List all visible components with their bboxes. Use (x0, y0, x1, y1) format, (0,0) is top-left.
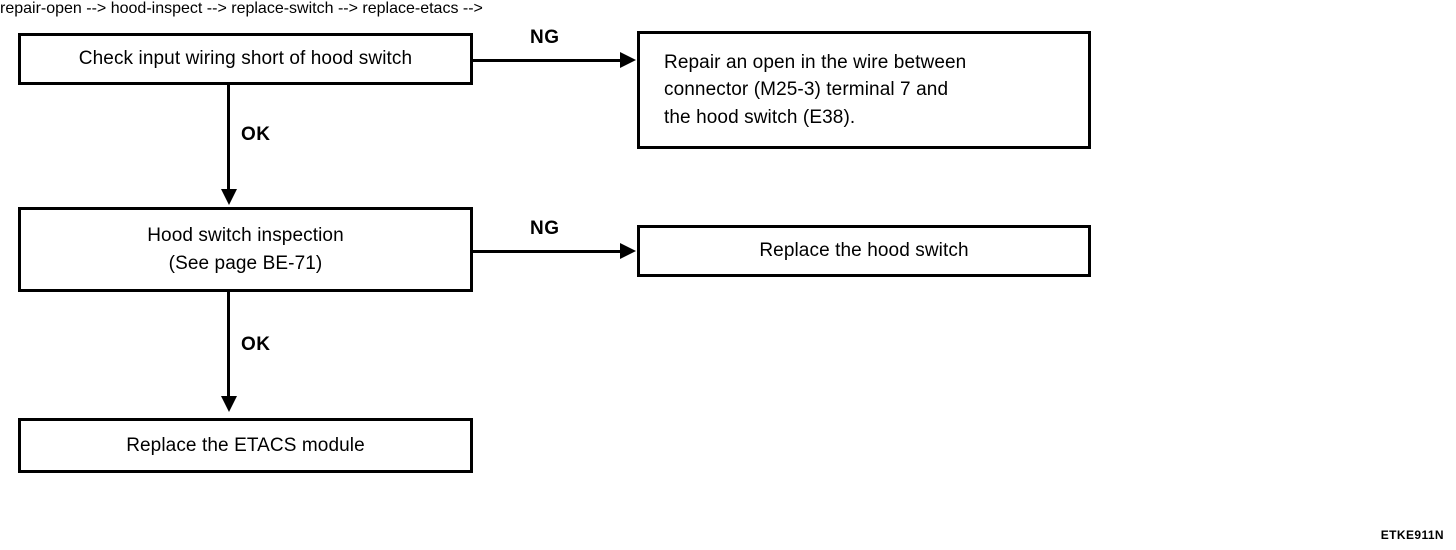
edge-label-ok-2: OK (241, 334, 271, 355)
arrowhead-down-icon (221, 189, 237, 205)
flow-node-label: Check input wiring short of hood switch (78, 48, 413, 70)
flow-node-label: Replace the ETACS module (126, 434, 365, 456)
flow-node-replace-etacs-module: Replace the ETACS module (18, 418, 473, 473)
connector-line-ok-2 (227, 292, 230, 398)
figure-code: ETKE911N (1380, 528, 1444, 542)
flow-node-label: Replace the hood switch (759, 240, 969, 262)
flow-node-label: Repair an open in the wire between conne… (664, 51, 967, 128)
edge-label-ng-1: NG (530, 27, 560, 48)
arrowhead-right-icon (620, 52, 636, 68)
flow-node-replace-hood-switch: Replace the hood switch (637, 225, 1091, 277)
edge-label-ng-2: NG (530, 218, 560, 239)
connector-line-ng-2 (473, 250, 623, 253)
connector-line-ng-1 (473, 59, 623, 62)
arrowhead-down-icon (221, 396, 237, 412)
flow-node-label: Hood switch inspection (See page BE-71) (147, 224, 344, 274)
flow-node-hood-switch-inspection: Hood switch inspection (See page BE-71) (18, 207, 473, 292)
flow-node-repair-open-wire: Repair an open in the wire between conne… (637, 31, 1091, 149)
connector-line-ok-1 (227, 85, 230, 191)
arrowhead-right-icon (620, 243, 636, 259)
edge-label-ok-1: OK (241, 124, 271, 145)
flow-node-check-input-wiring: Check input wiring short of hood switch (18, 33, 473, 85)
